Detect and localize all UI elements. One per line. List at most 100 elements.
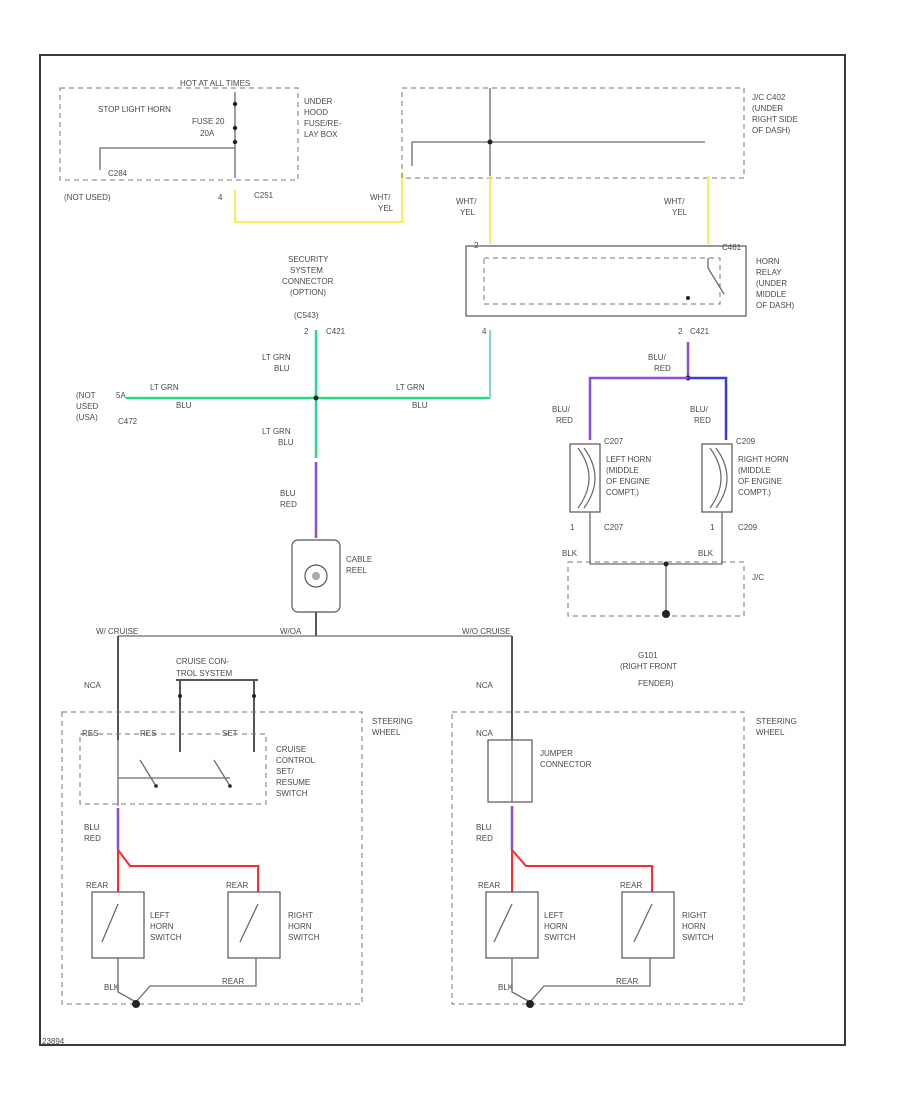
cruise-switch-4: RESUME xyxy=(276,778,310,787)
right-horn-switch-l xyxy=(227,891,281,959)
fuse-label-3: 20A xyxy=(200,129,215,138)
not-used-left-2: USED xyxy=(76,402,98,411)
diagram-frame xyxy=(39,54,846,1046)
left-horn-switch-l xyxy=(91,891,145,959)
wht-yel-1b: YEL xyxy=(378,204,394,213)
blu-red-lh-b: RED xyxy=(556,416,573,425)
left-horn-ground-wire xyxy=(589,512,666,565)
right-steering-wheel xyxy=(451,711,745,1005)
left-horn-sw-l-2: HORN xyxy=(150,922,174,931)
left-switch-ground-2 xyxy=(135,958,257,1003)
under-hood-fuse-box xyxy=(59,87,299,181)
cable-reel-icon xyxy=(304,564,328,588)
horn-ground-jc xyxy=(567,561,745,617)
left-horn-sw-r-3: SWITCH xyxy=(544,933,576,942)
cruise-switch-2: CONTROL xyxy=(276,756,316,765)
right-horn-sw-l-1: RIGHT xyxy=(288,911,313,920)
c284-label: C284 xyxy=(108,169,128,178)
cable-reel-label-2: REEL xyxy=(346,566,367,575)
pin-1-c209: 1 xyxy=(710,523,715,532)
rear-br: REAR xyxy=(616,977,638,986)
g101-label-3: FENDER) xyxy=(638,679,674,688)
res-label-1: RES xyxy=(82,729,98,738)
blu-red-mid-b: RED xyxy=(280,500,297,509)
right-horn xyxy=(701,443,733,513)
jc-c402-label-2: (UNDER xyxy=(752,104,783,113)
not-used-left-1: (NOT xyxy=(76,391,96,400)
right-horn-ground-wire xyxy=(666,512,723,565)
pin-4-relay: 4 xyxy=(482,327,487,336)
left-horn-sw-r-2: HORN xyxy=(544,922,568,931)
lt-grn-mid-a: LT GRN xyxy=(262,427,291,436)
cruise-dot-2 xyxy=(252,694,256,698)
cruise-con-1: CRUISE CON- xyxy=(176,657,229,666)
right-horn-label-3: OF ENGINE xyxy=(738,477,782,486)
left-horn-switch-r xyxy=(485,891,539,959)
c209b-label: C209 xyxy=(738,523,758,532)
steering-wheel-r2: WHEEL xyxy=(756,728,785,737)
hot-at-all-times-label: HOT AT ALL TIMES xyxy=(180,79,250,88)
horn-relay-coil xyxy=(483,257,721,305)
fuse-label-1: STOP LIGHT HORN xyxy=(98,105,171,114)
w-o-cruise-label: W/O CRUISE xyxy=(462,627,510,636)
steering-wheel-l1: STEERING xyxy=(372,717,413,726)
security-label-2: SYSTEM xyxy=(290,266,323,275)
cable-reel-hub-icon xyxy=(312,572,320,580)
wht-yel-2b: YEL xyxy=(460,208,476,217)
w-oa-label: W/OA xyxy=(280,627,302,636)
right-horn-sw-r-2: HORN xyxy=(682,922,706,931)
right-horn-label-2: (MIDDLE xyxy=(738,466,771,475)
left-steering-wheel xyxy=(61,711,363,1005)
under-hood-label-4: LAY BOX xyxy=(304,130,338,139)
right-horn-switch-l-arm xyxy=(239,903,259,943)
c421b-label: C421 xyxy=(690,327,710,336)
under-hood-label-2: HOOD xyxy=(304,108,328,117)
nca-right: NCA xyxy=(476,681,494,690)
set-label: SET xyxy=(222,729,238,738)
blu-red-left-horn-wire xyxy=(588,376,688,440)
res-label-2: RES xyxy=(140,729,156,738)
right-horn-sw-l-2: HORN xyxy=(288,922,312,931)
jumper-label-1: JUMPER xyxy=(540,749,573,758)
lt-grn-left-a: LT GRN xyxy=(150,383,179,392)
g101-label-1: G101 xyxy=(638,651,658,660)
w-cruise-label: W/ CRUISE xyxy=(96,627,138,636)
diagram-id-footer: 23894 xyxy=(42,1037,65,1046)
cruise-switch-1: CRUISE xyxy=(276,745,306,754)
jc-c402-label-4: OF DASH) xyxy=(752,126,791,135)
rear-l1: REAR xyxy=(86,881,108,890)
blu-red-swl-b: RED xyxy=(84,834,101,843)
pin-5-left: 5A xyxy=(116,391,126,400)
blu-red-relay-b: RED xyxy=(654,364,671,373)
left-horn-sw-l-3: SWITCH xyxy=(150,933,182,942)
right-horn-sw-l-3: SWITCH xyxy=(288,933,320,942)
steering-wheel-r1: STEERING xyxy=(756,717,797,726)
right-horn-label-4: COMPT.) xyxy=(738,488,771,497)
left-ground-icon xyxy=(132,1000,140,1008)
lt-grn-right-a: LT GRN xyxy=(396,383,425,392)
rear-l2: REAR xyxy=(226,881,248,890)
not-used-top-label: (NOT USED) xyxy=(64,193,111,202)
security-pin: 2 xyxy=(304,327,309,336)
horn-relay-box xyxy=(465,245,747,317)
left-horn-body-icon xyxy=(569,443,601,513)
cruise-switch-3: SET/ xyxy=(276,767,295,776)
nca-jumper: NCA xyxy=(476,729,494,738)
cruise-con-2: TROL SYSTEM xyxy=(176,669,232,678)
wht-yel-1a: WHT/ xyxy=(370,193,391,202)
left-horn-switch-r-arm xyxy=(493,903,513,943)
right-switch-ground-1 xyxy=(511,958,531,1003)
left-switch-ground-1 xyxy=(117,958,137,1003)
c207b-label: C207 xyxy=(604,523,624,532)
not-used-left-3: (USA) xyxy=(76,413,98,422)
jumper-label-2: CONNECTOR xyxy=(540,760,592,769)
left-horn-sw-r-1: LEFT xyxy=(544,911,564,920)
blk-lh: BLK xyxy=(562,549,578,558)
security-label-1: SECURITY xyxy=(288,255,329,264)
cruise-switch-box xyxy=(79,733,267,805)
under-hood-label-3: FUSE/RE- xyxy=(304,119,342,128)
fuse-output-wire xyxy=(99,147,235,170)
blk-br: BLK xyxy=(498,983,514,992)
left-horn-label-4: COMPT.) xyxy=(606,488,639,497)
